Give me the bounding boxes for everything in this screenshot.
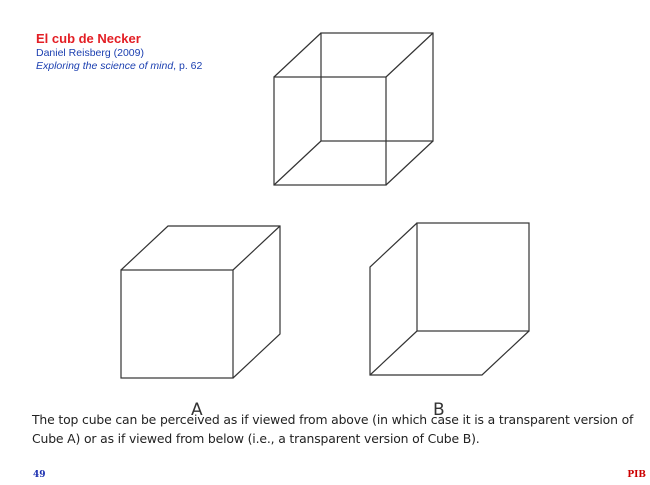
necker-cube-top bbox=[273, 32, 434, 186]
author-line: Daniel Reisberg (2009) bbox=[36, 47, 144, 59]
figure-caption: The top cube can be perceived as if view… bbox=[32, 410, 646, 448]
caption-line-2: Cube A) or as if viewed from below (i.e.… bbox=[32, 431, 480, 446]
page-number: 49 bbox=[33, 470, 46, 480]
book-page: , p. 62 bbox=[173, 60, 203, 72]
footer-tag: PIB bbox=[627, 470, 646, 480]
book-title: Exploring the science of mind bbox=[36, 60, 174, 72]
title-block: El cub de Necker Daniel Reisberg (2009) … bbox=[36, 31, 202, 73]
cube-b bbox=[369, 222, 530, 376]
caption-line-1: The top cube can be perceived as if view… bbox=[32, 412, 634, 427]
cube-a-label: A bbox=[191, 400, 203, 420]
slide-title: El cub de Necker bbox=[36, 31, 141, 46]
cube-b-label: B bbox=[433, 400, 445, 420]
book-reference: Exploring the science of mind, p. 62 bbox=[36, 60, 202, 73]
necker-cube-figure bbox=[120, 32, 530, 379]
cube-a bbox=[120, 225, 281, 379]
